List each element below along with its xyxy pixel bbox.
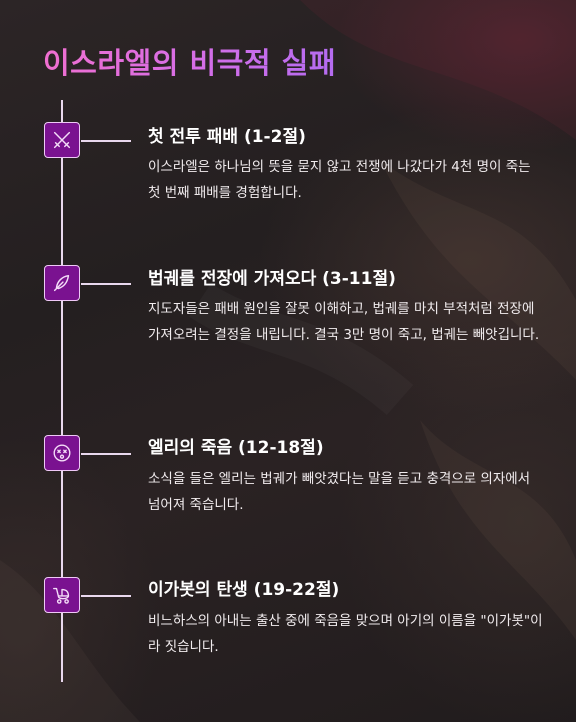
event-title: 엘리의 죽음 (12-18절) bbox=[148, 438, 324, 458]
event-description: 비느하스의 아내는 출산 중에 죽음을 맞으며 아기의 이름을 "이가봇"이라 … bbox=[148, 613, 543, 655]
event-title: 이가봇의 탄생 (19-22절) bbox=[148, 580, 340, 600]
timeline-connector bbox=[81, 595, 131, 597]
event-title: 법궤를 전장에 가져오다 (3-11절) bbox=[148, 269, 396, 289]
event-description: 이스라엘은 하나님의 뜻을 묻지 않고 전쟁에 나갔다가 4천 명이 죽는 첫 … bbox=[148, 159, 531, 201]
feather-quill-icon bbox=[44, 265, 80, 301]
timeline-connector bbox=[81, 453, 131, 455]
crossed-swords-icon bbox=[44, 122, 80, 158]
timeline-connector bbox=[81, 283, 131, 285]
timeline-connector bbox=[81, 140, 131, 142]
timeline-line bbox=[61, 100, 63, 682]
page-title: 이스라엘의 비극적 실패 bbox=[43, 40, 336, 82]
event-title: 첫 전투 패배 (1-2절) bbox=[148, 127, 306, 147]
dizzy-face-icon bbox=[44, 435, 80, 471]
event-description: 지도자들은 패배 원인을 잘못 이해하고, 법궤를 마치 부적처럼 전장에 가져… bbox=[148, 301, 540, 343]
baby-carriage-icon bbox=[44, 577, 80, 613]
event-description: 소식을 들은 엘리는 법궤가 빼앗겼다는 말을 듣고 충격으로 의자에서 넘어져… bbox=[148, 471, 531, 513]
